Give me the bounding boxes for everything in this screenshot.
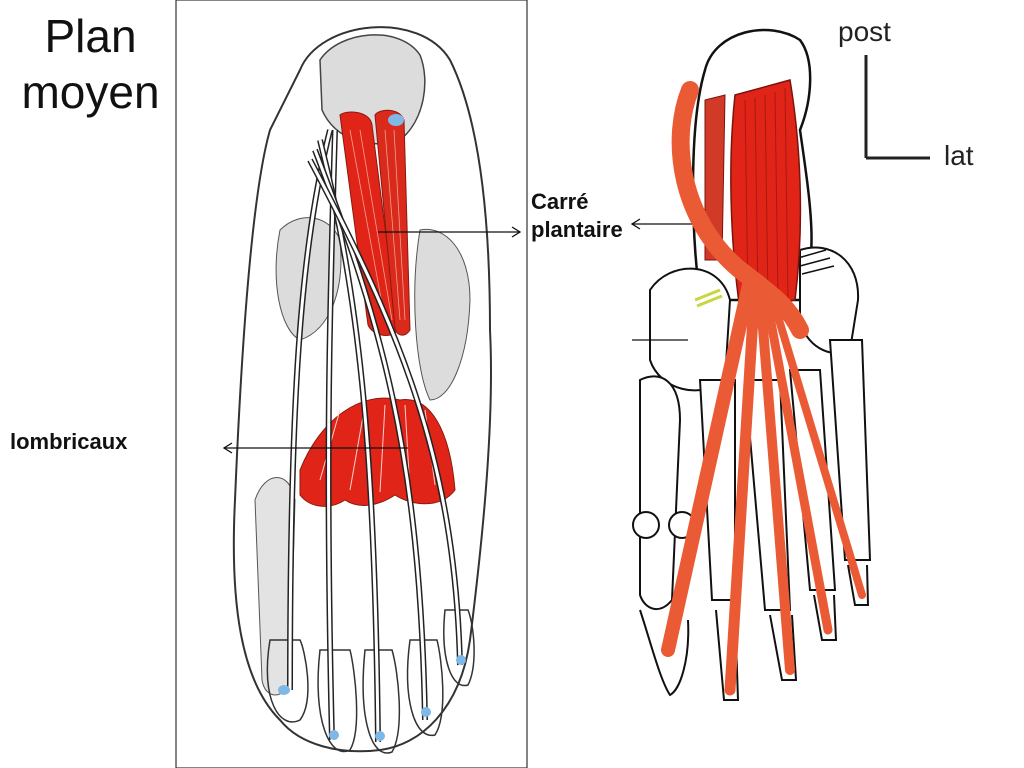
flexor-longus-tendon [671,81,809,339]
slide-title: Plan moyen [8,8,173,120]
metatarsal-5-right [828,339,872,561]
tendon-5 [288,129,332,691]
toe-5 [266,639,309,723]
metatarsal-1-right [639,375,682,610]
label-carre-line2: plantaire [531,217,623,242]
tarsal-bone-lateral [799,246,860,355]
toe-tip-mark-4 [329,730,339,740]
sesamoid-medial [632,511,660,539]
tarsal-hatching [797,249,835,275]
slide-title-line1: Plan [44,10,137,62]
tarsal-bone-medial [649,267,732,392]
axis-label-post: post [838,16,891,47]
tendon-toe-1 [661,273,757,657]
right-foot-figure [632,28,872,701]
arrow-carre-left-head [511,226,522,238]
quadratus-fibers [349,129,406,321]
tendon-toe-2 [724,279,761,696]
toe-1 [443,609,475,687]
toe-4 [317,649,358,753]
toe-3 [362,649,401,754]
navicular-bone [414,228,471,401]
toe-2 [406,639,444,737]
label-carre-plantaire: Carré plantaire [531,188,623,244]
tendon-toe-4 [760,285,833,635]
left-foot-figure [232,26,492,754]
foot-outline [232,26,492,753]
toe-tip-mark-2 [421,707,431,717]
quadratus-right-fibers [744,87,789,301]
tendon-toe-5 [766,286,866,599]
tendon-1 [308,159,462,666]
axis-label-lat: lat [944,140,974,171]
joint-blue-mark [388,114,404,126]
label-arrows [222,218,750,454]
orientation-axes [864,55,930,160]
label-lombricaux: lombricaux [10,429,128,454]
toe-tip-mark-1 [456,655,466,665]
label-carre-line1: Carré [531,189,589,214]
tendon-toe-3 [755,285,795,675]
left-figure-frame [175,0,528,768]
quadratus-plantae-right [730,79,802,311]
arrow-carre-right-head [630,218,641,230]
slide-title-line2: moyen [21,66,160,118]
toe-tip-mark-5 [278,685,290,695]
toe-tip-mark-3 [375,731,385,741]
arrow-lombricaux-head [222,442,233,454]
nerve-mark [694,288,723,308]
